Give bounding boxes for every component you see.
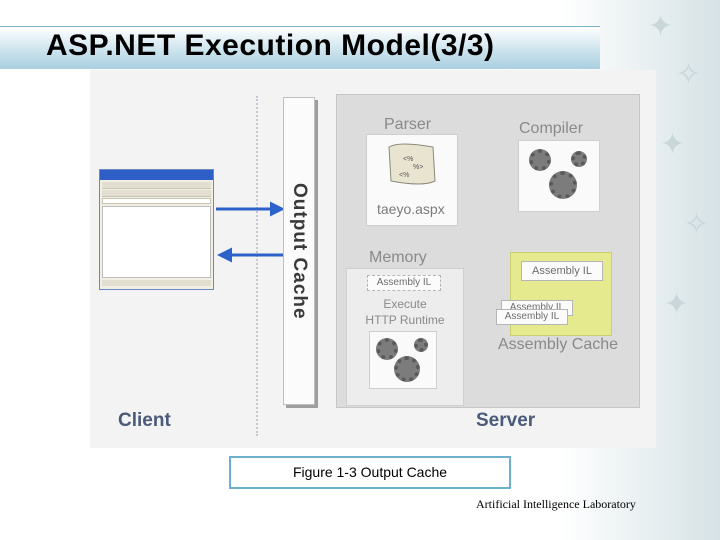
browser-content [102, 206, 211, 278]
browser-titlebar [100, 170, 213, 180]
runtime-gear-box [369, 331, 437, 389]
memory-assembly-il: Assembly IL [367, 275, 441, 291]
cache-assembly-il: Assembly IL [521, 261, 603, 281]
gear-icon [376, 338, 398, 360]
browser-statusbar [102, 280, 211, 286]
aspx-file-name: taeyo.aspx [377, 201, 445, 217]
browser-address-bar [102, 198, 211, 204]
browser-menubar [102, 182, 211, 189]
decorative-glyph: ✦ [648, 12, 673, 42]
parser-card: <% %> <% taeyo.aspx [366, 134, 458, 226]
parser-label: Parser [384, 116, 431, 134]
gear-icon [394, 356, 420, 382]
figure-caption: Figure 1-3 Output Cache [229, 456, 511, 489]
memory-card: Assembly IL Execute HTTP Runtime [346, 268, 464, 406]
aspx-document-icon: <% %> <% [383, 141, 441, 187]
footer-lab-name: Artificial Intelligence Laboratory [476, 497, 636, 512]
gear-icon [529, 149, 551, 171]
request-response-arrows [212, 190, 288, 270]
output-cache-label: Output Cache [284, 98, 314, 404]
decorative-glyph: ✦ [660, 130, 685, 160]
browser-toolbar [102, 190, 211, 197]
decorative-glyph: ✦ [664, 290, 689, 320]
gear-icon [549, 171, 577, 199]
gear-icon [571, 151, 587, 167]
assembly-cache-label: Assembly Cache [498, 336, 618, 354]
decorative-glyph: ✧ [676, 60, 701, 90]
svg-text:<%: <% [403, 156, 413, 163]
memory-label: Memory [369, 249, 427, 267]
gear-icon [414, 338, 428, 352]
svg-text:<%: <% [399, 172, 409, 179]
assembly-il-stacked: Assembly IL [496, 309, 568, 325]
browser-window-icon [99, 169, 214, 290]
server-label: Server [476, 410, 535, 432]
decorative-glyph: ✧ [684, 210, 709, 240]
execute-label: Execute [347, 297, 463, 311]
compiler-label: Compiler [519, 120, 583, 138]
page-title: ASP.NET Execution Model(3/3) [46, 26, 495, 66]
svg-text:%>: %> [413, 164, 423, 171]
client-label: Client [118, 410, 171, 432]
compiler-card [518, 140, 600, 212]
http-runtime-label: HTTP Runtime [347, 313, 463, 327]
